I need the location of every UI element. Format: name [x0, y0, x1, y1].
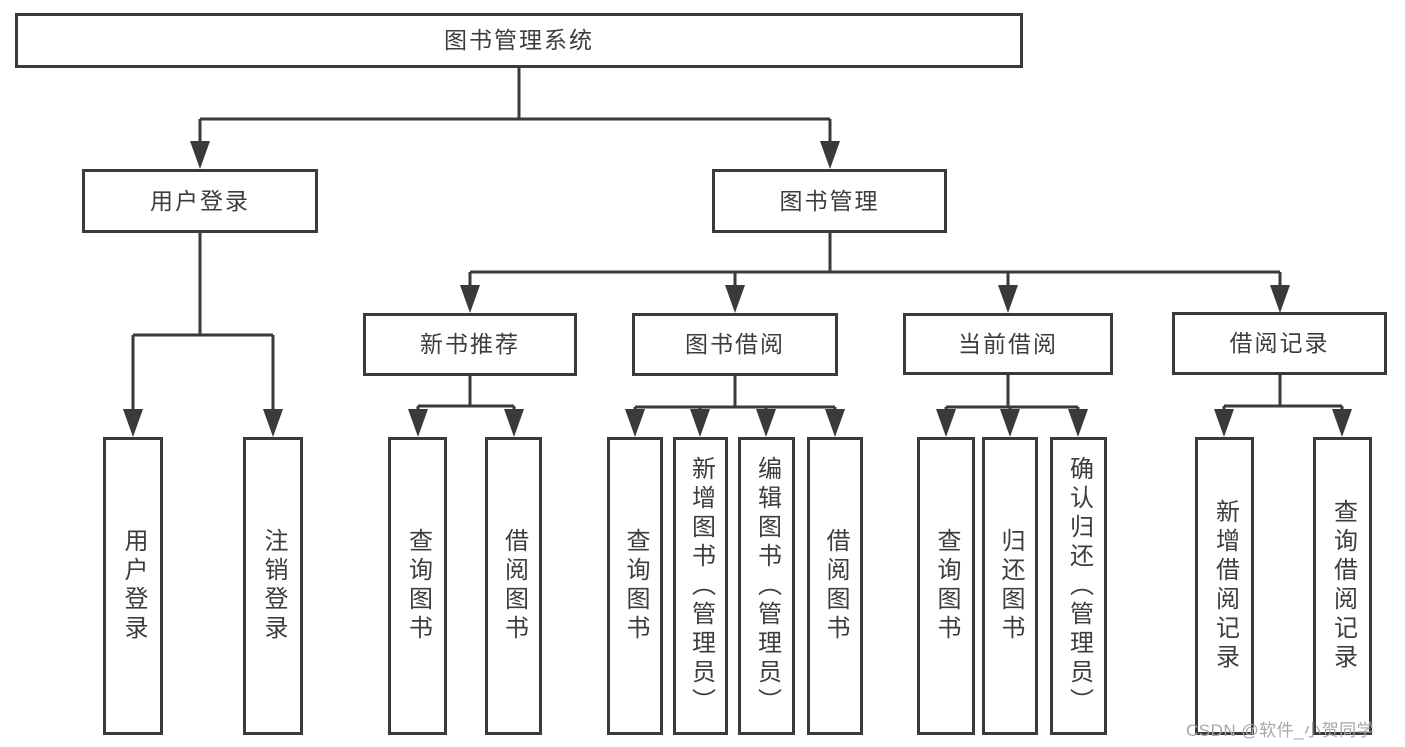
arrowhead-icon [1270, 285, 1290, 313]
arrowhead-icon [825, 409, 845, 437]
node-current-query-books: 查询图书 [917, 437, 975, 735]
node-leaf-logout-label: 注销登录 [260, 528, 287, 644]
node-root: 图书管理系统 [15, 13, 1023, 68]
edge-root-to-level2 [200, 68, 830, 121]
node-current-return-books-label: 归还图书 [997, 528, 1024, 644]
node-current-query-books-label: 查询图书 [933, 528, 960, 644]
node-records-add-record: 新增借阅记录 [1195, 437, 1254, 735]
arrowhead-icon [263, 409, 283, 437]
arrowhead-icon [936, 409, 956, 437]
arrowhead-icon [1214, 409, 1234, 437]
node-borrowmod-edit-books: 编辑图书（管理员） [738, 437, 795, 735]
node-borrowmod-query-books-label: 查询图书 [622, 528, 649, 644]
arrowhead-icon [504, 409, 524, 437]
arrowhead-icon [725, 285, 745, 313]
node-borrowmod-edit-books-label: 编辑图书（管理员） [753, 455, 781, 717]
node-current-borrow-label: 当前借阅 [958, 330, 1058, 357]
edge-userlogin-split [133, 233, 273, 337]
node-root-label: 图书管理系统 [444, 27, 594, 53]
node-current-confirm-return: 确认归还（管理员） [1050, 437, 1107, 735]
node-borrowmod-borrow-books: 借阅图书 [807, 437, 863, 735]
arrowhead-icon [756, 409, 776, 437]
node-user-login: 用户登录 [82, 169, 318, 233]
arrowhead-icon [625, 409, 645, 437]
node-current-borrow: 当前借阅 [903, 313, 1113, 375]
node-leaf-user-login: 用户登录 [103, 437, 163, 735]
edge-records-split [1224, 375, 1342, 408]
node-current-return-books: 归还图书 [982, 437, 1038, 735]
node-borrowmod-borrow-books-label: 借阅图书 [822, 528, 849, 644]
edge-bookborrow-split [635, 376, 835, 409]
arrowhead-icon [690, 409, 710, 437]
arrowhead-icon [190, 141, 210, 169]
node-recommend-query-books: 查询图书 [388, 437, 447, 735]
tree-edges [133, 68, 1342, 409]
node-borrow-records-label: 借阅记录 [1229, 330, 1330, 356]
node-borrowmod-add-books: 新增图书（管理员） [673, 437, 728, 735]
node-new-book-recommend: 新书推荐 [363, 313, 577, 376]
node-records-query-record: 查询借阅记录 [1313, 437, 1372, 735]
node-book-borrow: 图书借阅 [632, 313, 838, 376]
arrowhead-icon [408, 409, 428, 437]
arrowhead-icon [1068, 409, 1088, 437]
node-records-add-record-label: 新增借阅记录 [1211, 499, 1239, 673]
node-records-query-record-label: 查询借阅记录 [1329, 499, 1357, 673]
node-borrowmod-query-books: 查询图书 [607, 437, 663, 735]
node-book-borrow-label: 图书借阅 [685, 331, 785, 357]
node-leaf-logout: 注销登录 [243, 437, 303, 735]
node-recommend-query-books-label: 查询图书 [404, 528, 432, 644]
node-user-login-label: 用户登录 [150, 187, 250, 214]
arrowhead-icon [1332, 409, 1352, 437]
edge-currentborrow-split [946, 375, 1078, 409]
arrowhead-icon [460, 285, 480, 313]
node-borrowmod-add-books-label: 新增图书（管理员） [687, 455, 715, 717]
node-borrow-records: 借阅记录 [1172, 312, 1387, 375]
edge-recommend-split [418, 376, 514, 408]
arrowheads [123, 119, 1352, 437]
arrowhead-icon [123, 409, 143, 437]
edge-bookmgmt-split [470, 233, 1280, 274]
node-recommend-borrow-books: 借阅图书 [485, 437, 542, 735]
node-recommend-borrow-books-label: 借阅图书 [500, 528, 528, 644]
arrowhead-icon [820, 141, 840, 169]
arrowhead-icon [1000, 409, 1020, 437]
arrowhead-icon [998, 285, 1018, 313]
csdn-watermark: CSDN @软件_小贺同学 [1186, 721, 1375, 740]
node-book-mgmt-label: 图书管理 [779, 187, 880, 214]
node-book-mgmt: 图书管理 [712, 169, 947, 233]
node-leaf-user-login-label: 用户登录 [120, 528, 147, 644]
node-current-confirm-return-label: 确认归还（管理员） [1065, 455, 1093, 717]
node-new-book-recommend-label: 新书推荐 [420, 331, 520, 357]
